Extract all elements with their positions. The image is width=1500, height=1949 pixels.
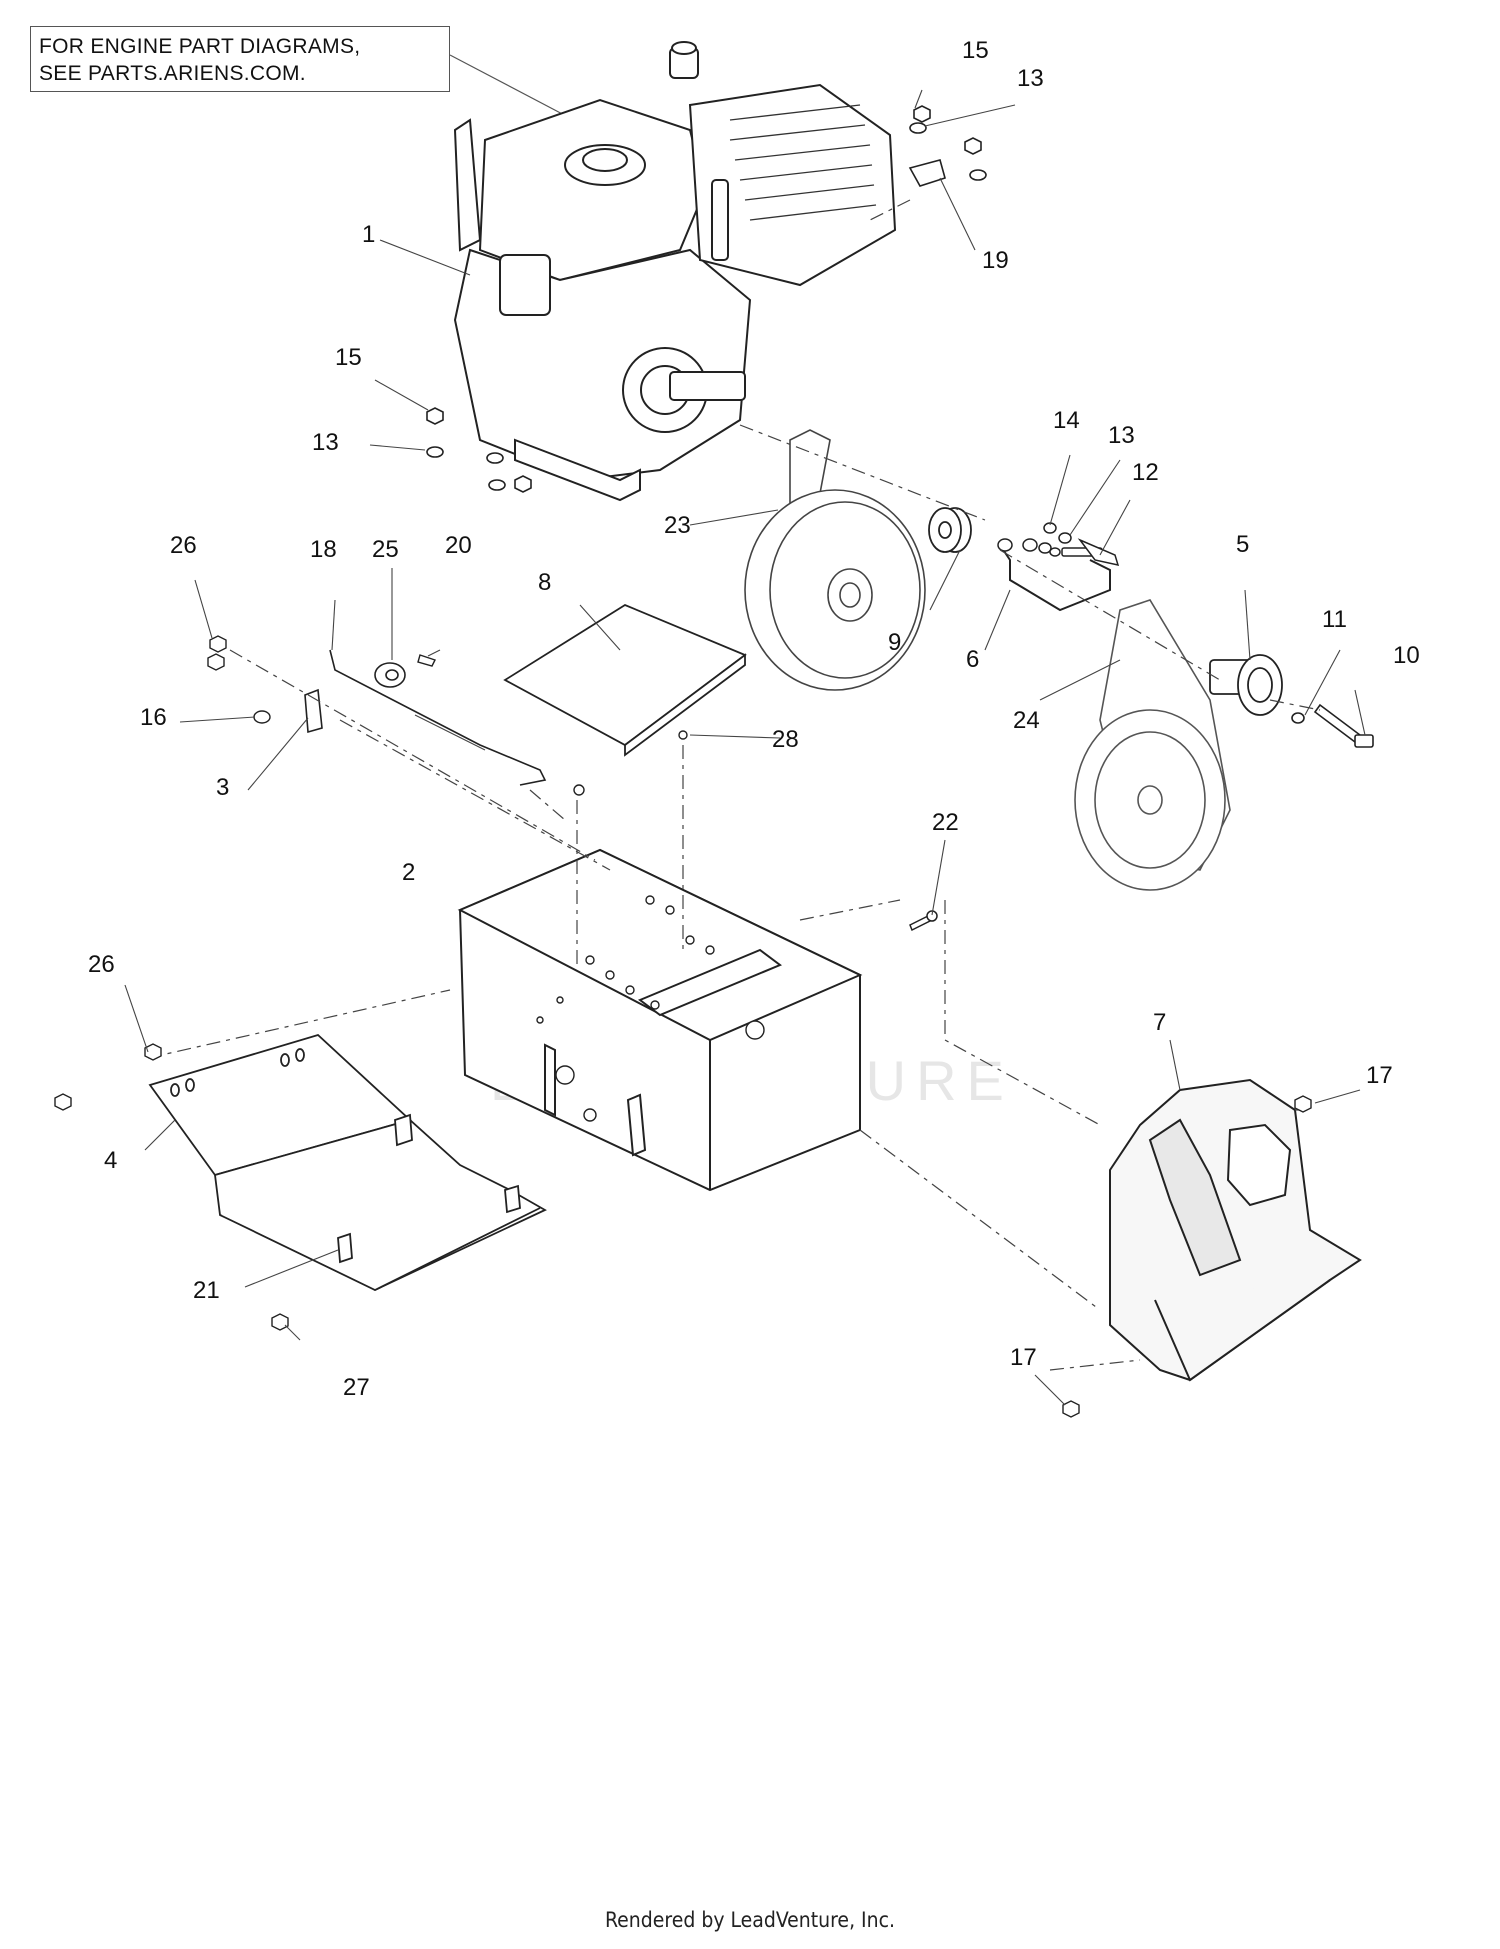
- footer-credit: Rendered by LeadVenture, Inc.: [605, 1908, 895, 1932]
- skid-plate-part-4: [148, 1033, 547, 1292]
- engine-note-box: FOR ENGINE PART DIAGRAMS, SEE PARTS.ARIE…: [30, 26, 450, 92]
- pulley-part-9: [928, 507, 972, 553]
- callout-26-top: 26: [170, 532, 197, 559]
- small-hardware-left: [207, 635, 688, 796]
- bolt-part-10: [1291, 703, 1374, 748]
- callout-5: 5: [1236, 531, 1249, 558]
- plate-part-8: [503, 603, 747, 757]
- callout-9: 9: [888, 629, 901, 656]
- bracket-part-3: [304, 688, 323, 734]
- fasteners-lower: [54, 1043, 1312, 1418]
- callout-23: 23: [664, 512, 691, 539]
- callout-leaders: [124, 89, 1366, 1406]
- engine-part-1: [453, 41, 897, 502]
- callout-22: 22: [932, 809, 959, 836]
- callout-13-top: 13: [1017, 65, 1044, 92]
- callout-21: 21: [193, 1277, 220, 1304]
- callout-15-top: 15: [962, 37, 989, 64]
- linkage-rod-part-18: [329, 649, 547, 786]
- callout-28: 28: [772, 726, 799, 753]
- callout-numbers: 1 2 3 4 5 6 7 8 9 10 11 12 13 13 13 14 1…: [88, 37, 1420, 1401]
- callout-24: 24: [1013, 707, 1040, 734]
- frame-part-2: [457, 848, 863, 1192]
- shroud-part-7: [1109, 1078, 1362, 1382]
- callout-20: 20: [445, 532, 472, 559]
- note-leader-line: [449, 54, 571, 119]
- callout-19: 19: [982, 247, 1009, 274]
- callout-16: 16: [140, 704, 167, 731]
- callout-25: 25: [372, 536, 399, 563]
- belt-pulley-part-24: [1074, 599, 1231, 891]
- callout-15-left: 15: [335, 344, 362, 371]
- callout-18: 18: [310, 536, 337, 563]
- pulley-part-23: [744, 429, 926, 691]
- nut-hardware: [426, 105, 987, 493]
- callout-13-right: 13: [1108, 422, 1135, 449]
- callout-26-bottom: 26: [88, 951, 115, 978]
- callout-7: 7: [1153, 1009, 1166, 1036]
- callout-6: 6: [966, 646, 979, 673]
- bearing-part-25: [374, 662, 406, 688]
- callout-12: 12: [1132, 459, 1159, 486]
- bracket-part-19: [908, 159, 946, 187]
- callout-27: 27: [343, 1374, 370, 1401]
- callout-17-bottom: 17: [1010, 1344, 1037, 1371]
- callout-11: 11: [1322, 606, 1347, 633]
- callout-17-top: 17: [1366, 1062, 1393, 1089]
- engine-note-line-2: SEE PARTS.ARIENS.COM.: [39, 62, 306, 85]
- idler-arm-part-6: [999, 544, 1111, 612]
- callout-2: 2: [402, 859, 415, 886]
- callout-14: 14: [1053, 407, 1080, 434]
- callout-4: 4: [104, 1147, 117, 1174]
- callout-13-left: 13: [312, 429, 339, 456]
- callout-1: 1: [362, 221, 375, 248]
- callout-3: 3: [216, 774, 229, 801]
- pulley-part-5: [1209, 654, 1283, 716]
- engine-note-line-1: FOR ENGINE PART DIAGRAMS,: [39, 35, 361, 58]
- idler-hardware: [997, 522, 1120, 567]
- callout-8: 8: [538, 569, 551, 596]
- callout-10: 10: [1393, 642, 1420, 669]
- bolt-part-22: [909, 910, 938, 932]
